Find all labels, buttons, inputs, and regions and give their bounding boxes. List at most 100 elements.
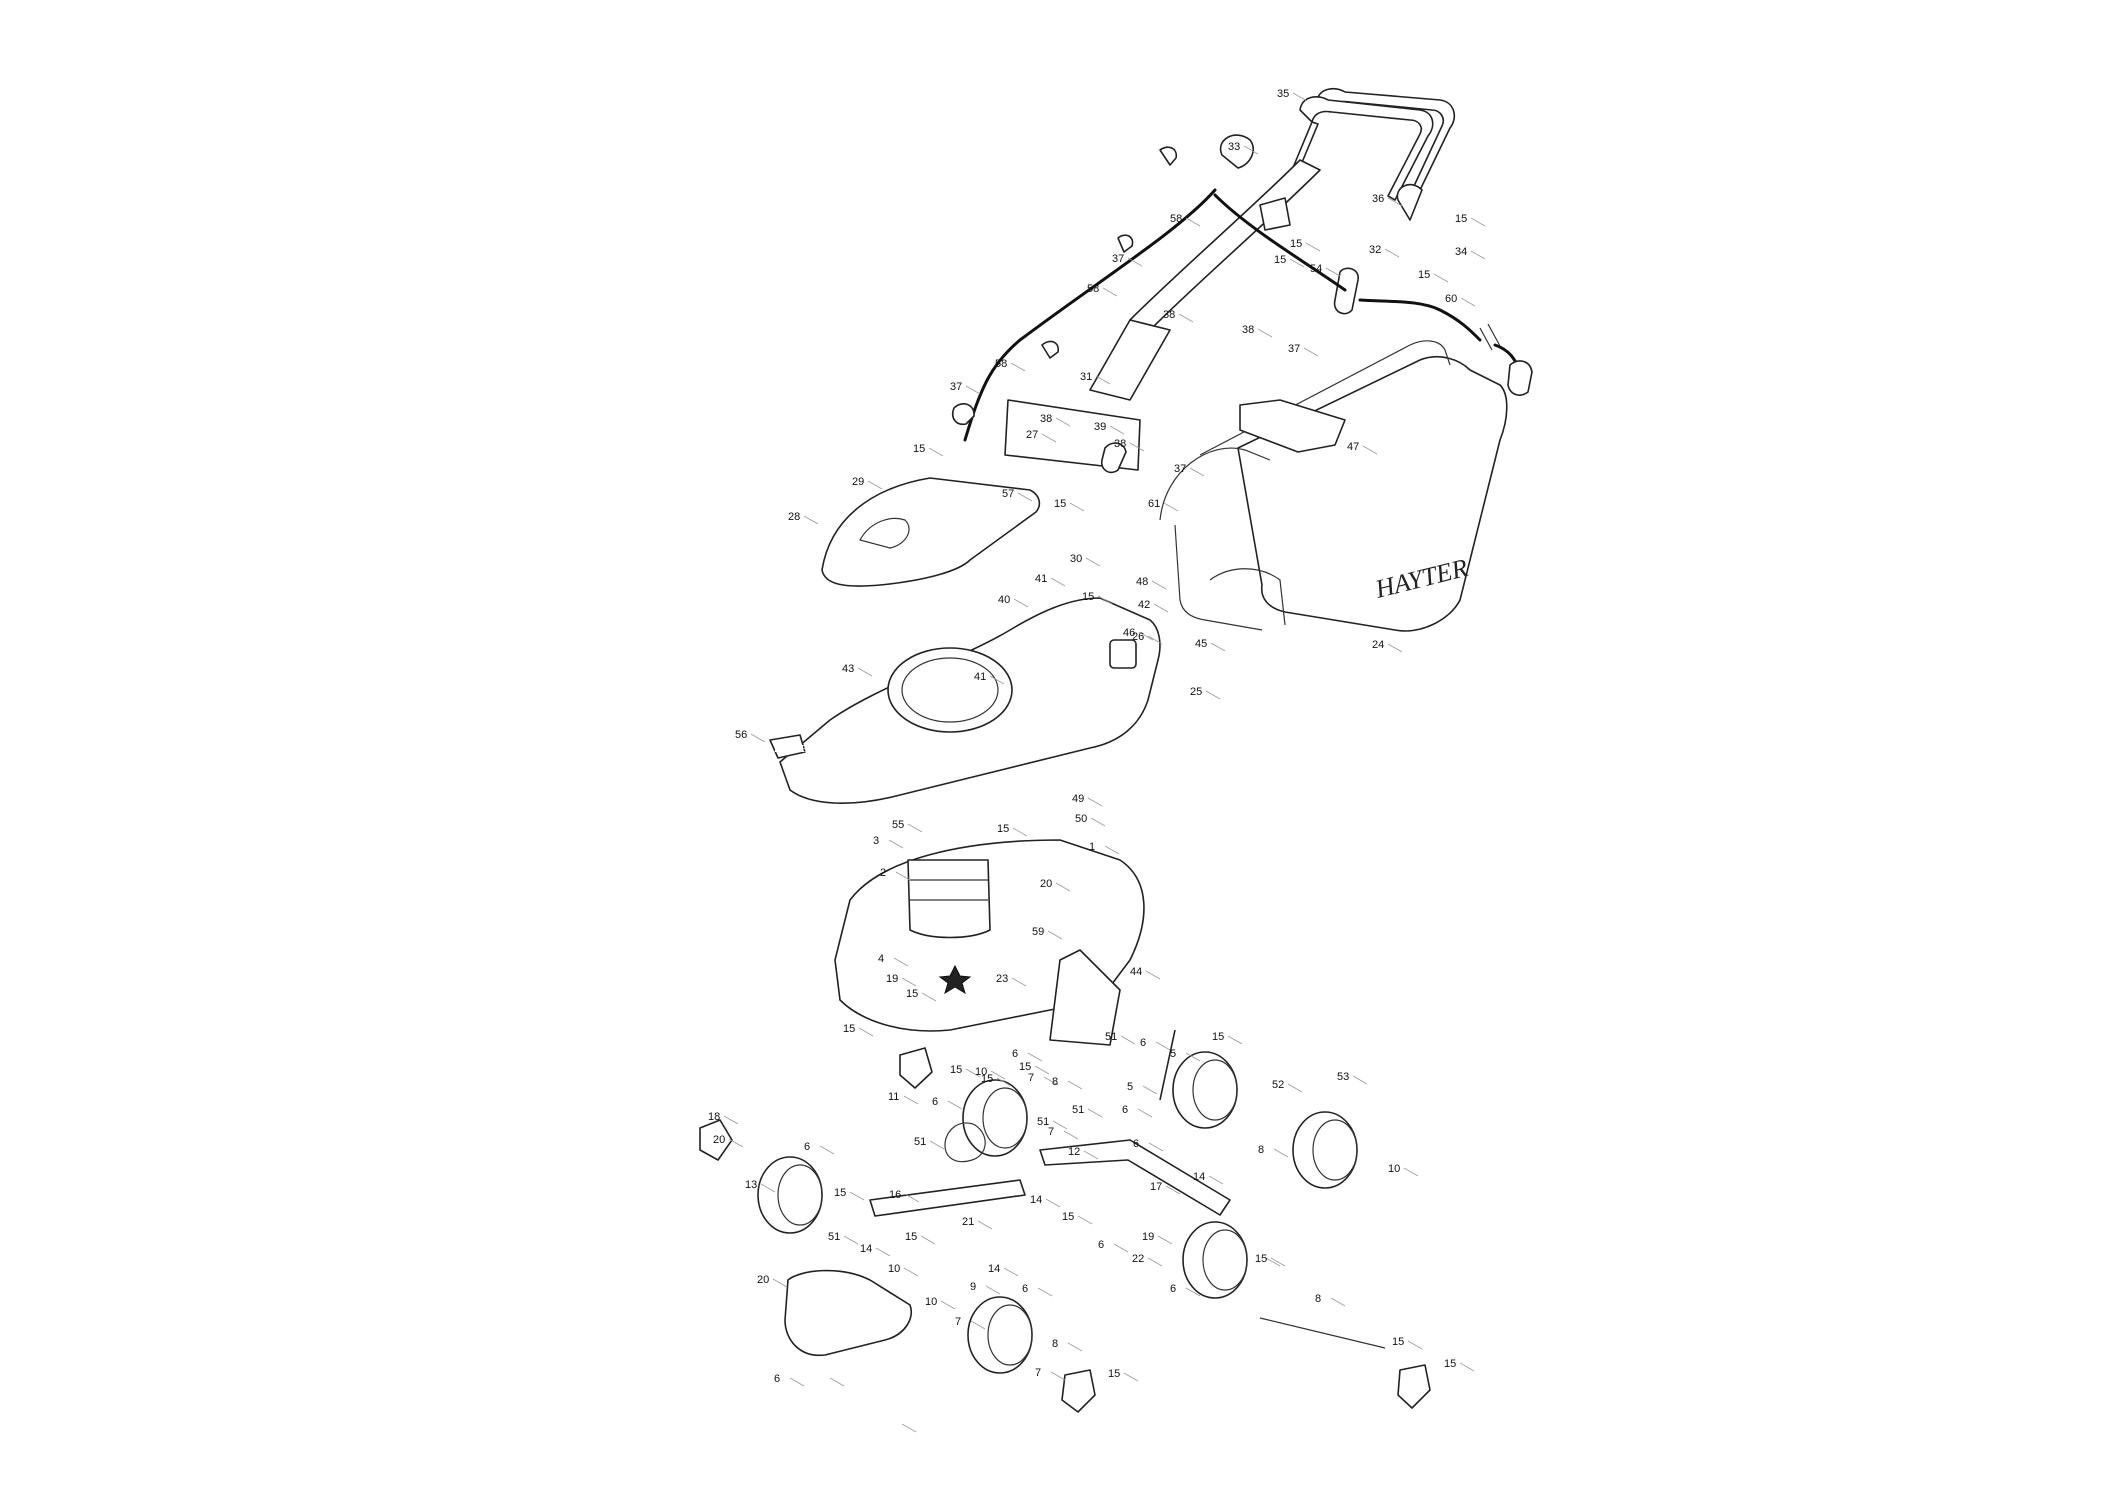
leader-line	[929, 1140, 945, 1150]
part-label: 34	[1455, 246, 1467, 258]
leader-line	[1185, 217, 1201, 227]
leader-line	[1069, 502, 1085, 512]
leader-line	[803, 515, 819, 525]
leader-line	[1034, 1065, 1050, 1075]
leader-line	[1460, 297, 1476, 307]
leader-line	[990, 1070, 1006, 1080]
leader-line	[1055, 882, 1071, 892]
grass-box: HAYTER	[1159, 340, 1508, 632]
leader-line	[1157, 1235, 1173, 1245]
part-label: 14	[988, 1263, 1000, 1275]
front-flap	[784, 1269, 912, 1357]
leader-line	[1013, 598, 1029, 608]
part-label: 15	[834, 1187, 846, 1199]
part-label: 29	[852, 476, 864, 488]
part-label: 23	[996, 973, 1008, 985]
part-label: 53	[1337, 1071, 1349, 1083]
handle-assembly	[951, 87, 1533, 474]
blade	[869, 1122, 1026, 1217]
leader-line	[921, 992, 937, 1002]
part-label: 15	[905, 1231, 917, 1243]
leader-line	[1470, 217, 1486, 227]
part-label: 6	[804, 1141, 810, 1153]
part-label: 7	[1028, 1072, 1034, 1084]
leader-line	[928, 447, 944, 457]
part-label: 51	[914, 1136, 926, 1148]
part-label: 37	[950, 381, 962, 393]
leader-line	[1087, 1108, 1103, 1118]
wheel-mid	[962, 1079, 1028, 1157]
leader-line	[1142, 1085, 1158, 1095]
leader-line	[819, 1145, 835, 1155]
leader-line	[1403, 1167, 1419, 1177]
part-label: 15	[950, 1064, 962, 1076]
wheels	[757, 1051, 1358, 1374]
leader-line	[1289, 258, 1305, 268]
leader-line	[1243, 145, 1259, 155]
leader-line	[1407, 1340, 1423, 1350]
leader-line	[1043, 1076, 1059, 1086]
leader-line	[772, 1278, 788, 1288]
part-label: 30	[1070, 553, 1082, 565]
part-label: 15	[1455, 213, 1467, 225]
part-label: 24	[1372, 639, 1384, 651]
part-label: 19	[1142, 1231, 1154, 1243]
leader-line	[1067, 1080, 1083, 1090]
part-label: 21	[962, 1216, 974, 1228]
leader-line	[895, 871, 911, 881]
leader-line	[867, 480, 883, 490]
part-label: 58	[1087, 283, 1099, 295]
part-label: 4	[878, 953, 884, 965]
part-label: 15	[1290, 238, 1302, 250]
part-label: 12	[1068, 1146, 1080, 1158]
leader-line	[1185, 1052, 1201, 1062]
leader-line	[1012, 827, 1028, 837]
part-label: 15	[981, 1073, 993, 1085]
part-label: 20	[713, 1134, 725, 1146]
part-label: 10	[888, 1263, 900, 1275]
leader-line	[940, 1300, 956, 1310]
leader-line	[965, 385, 981, 395]
part-label: 42	[1138, 599, 1150, 611]
leader-line	[1147, 635, 1163, 645]
leader-line	[1205, 690, 1221, 700]
part-label: 31	[1080, 371, 1092, 383]
wheel-rear-3	[1182, 1221, 1248, 1299]
part-label: 52	[1272, 1079, 1284, 1091]
leader-line	[1384, 248, 1400, 258]
part-label: 50	[1075, 813, 1087, 825]
leader-line	[1127, 257, 1143, 267]
part-label: 8	[1315, 1293, 1321, 1305]
part-label: 37	[1174, 463, 1186, 475]
part-label: 15	[1019, 1061, 1031, 1073]
part-label: 35	[1277, 88, 1289, 100]
part-label: 49	[1072, 793, 1084, 805]
leader-line	[903, 1095, 919, 1105]
leader-line	[723, 1115, 739, 1125]
wheel-rear-1	[1172, 1051, 1238, 1129]
leader-line	[1208, 1175, 1224, 1185]
leader-line	[1153, 603, 1169, 613]
leader-line	[1325, 267, 1341, 277]
leader-line	[760, 1183, 776, 1193]
leader-line	[875, 1247, 891, 1257]
part-label: 27	[1026, 429, 1038, 441]
leader-line	[920, 1235, 936, 1245]
leader-line	[849, 1191, 865, 1201]
leader-line	[1273, 1148, 1289, 1158]
part-label: 14	[860, 1243, 872, 1255]
part-label: 6	[1170, 1283, 1176, 1295]
part-label: 2	[880, 867, 886, 879]
part-label: 8	[1052, 1076, 1058, 1088]
leader-line	[1138, 631, 1154, 641]
leader-line	[1129, 442, 1145, 452]
leader-line	[750, 733, 766, 743]
leader-line	[1102, 287, 1118, 297]
leader-line	[1151, 580, 1167, 590]
leader-line	[1185, 1287, 1201, 1297]
leader-line	[1055, 417, 1071, 427]
leader-line	[1063, 1130, 1079, 1140]
part-label: 55	[892, 819, 904, 831]
leader-line	[1011, 977, 1027, 987]
leader-line	[1330, 1297, 1346, 1307]
